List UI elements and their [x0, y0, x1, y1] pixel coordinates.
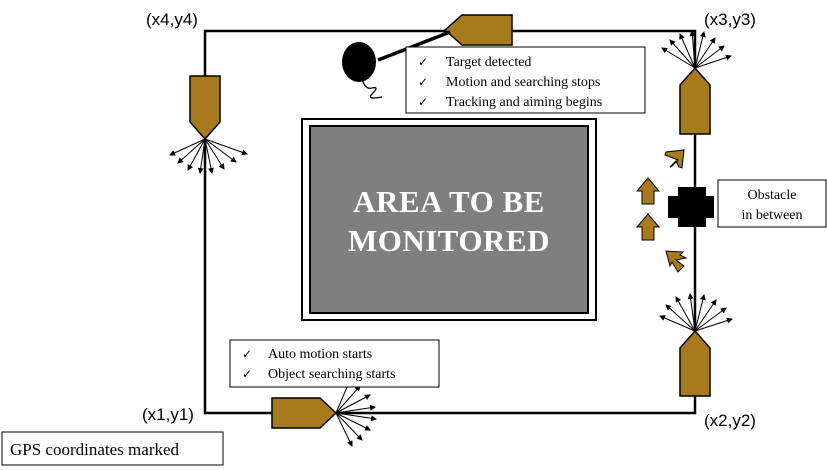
target-status-item-3: Tracking and aiming begins [446, 95, 602, 110]
corner-label-x4y4: (x4,y4) [146, 10, 198, 29]
target-link-line [377, 30, 451, 62]
area-label-line1: AREA TO BE [353, 184, 545, 219]
robot-icon [679, 329, 711, 397]
start-status-box: ✓ Auto motion starts ✓ Object searching … [229, 339, 440, 388]
obstacle-label-line2: in between [741, 208, 802, 223]
obstacle-label-box: Obstacle in between [717, 179, 827, 228]
robot-icon [443, 14, 513, 46]
monitored-area: AREA TO BE MONITORED [301, 118, 597, 321]
robot-icon [679, 66, 711, 135]
check-icon: ✓ [418, 55, 428, 69]
robot-icon [271, 397, 338, 429]
target-status-item-2: Motion and searching stops [446, 75, 600, 90]
corner-label-x1y1: (x1,y1) [142, 405, 194, 424]
obstacle-label-line1: Obstacle [748, 188, 797, 203]
sensor-rays-icon [169, 138, 248, 174]
direction-arrow-icon [635, 149, 688, 273]
robot-icon [189, 75, 221, 141]
start-status-item-2: Object searching starts [268, 367, 396, 382]
check-icon: ✓ [242, 367, 252, 381]
check-icon: ✓ [418, 95, 428, 109]
gps-label: GPS coordinates marked [10, 440, 180, 459]
gps-label-box: GPS coordinates marked [1, 431, 224, 466]
corner-label-x2y2: (x2,y2) [704, 411, 756, 430]
target-tail-icon [361, 79, 383, 99]
sensor-rays-icon [659, 293, 733, 332]
target-blob-icon [342, 42, 376, 82]
obstacle-icon [668, 187, 714, 227]
target-status-item-1: Target detected [446, 55, 531, 70]
sensor-rays-icon [661, 30, 732, 69]
check-icon: ✓ [242, 347, 252, 361]
target-status-box: ✓ Target detected ✓ Motion and searching… [405, 46, 646, 114]
corner-label-x3y3: (x3,y3) [704, 10, 756, 29]
area-label-line2: MONITORED [348, 223, 550, 258]
check-icon: ✓ [418, 75, 428, 89]
start-status-item-1: Auto motion starts [268, 347, 372, 362]
